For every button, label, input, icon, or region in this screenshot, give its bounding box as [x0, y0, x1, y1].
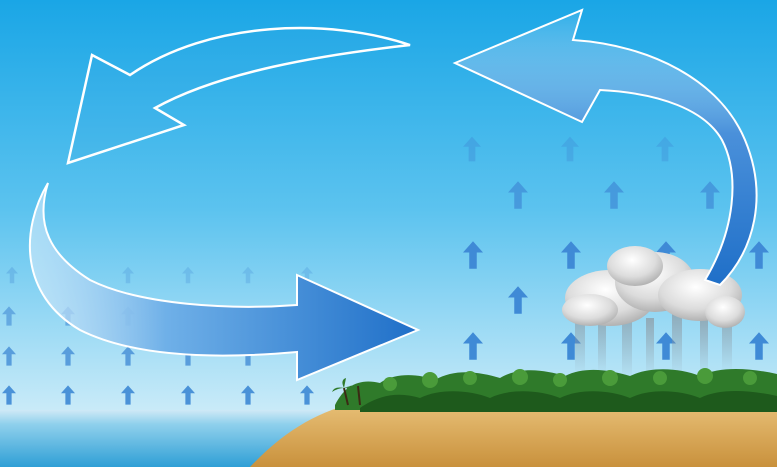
upper-return-arrow — [66, 26, 411, 165]
surface-breeze-arrow — [28, 182, 421, 382]
beach — [250, 400, 777, 467]
rainforest — [332, 368, 777, 412]
rain-streaks — [575, 310, 732, 380]
rising-flow-arrow — [452, 8, 758, 287]
